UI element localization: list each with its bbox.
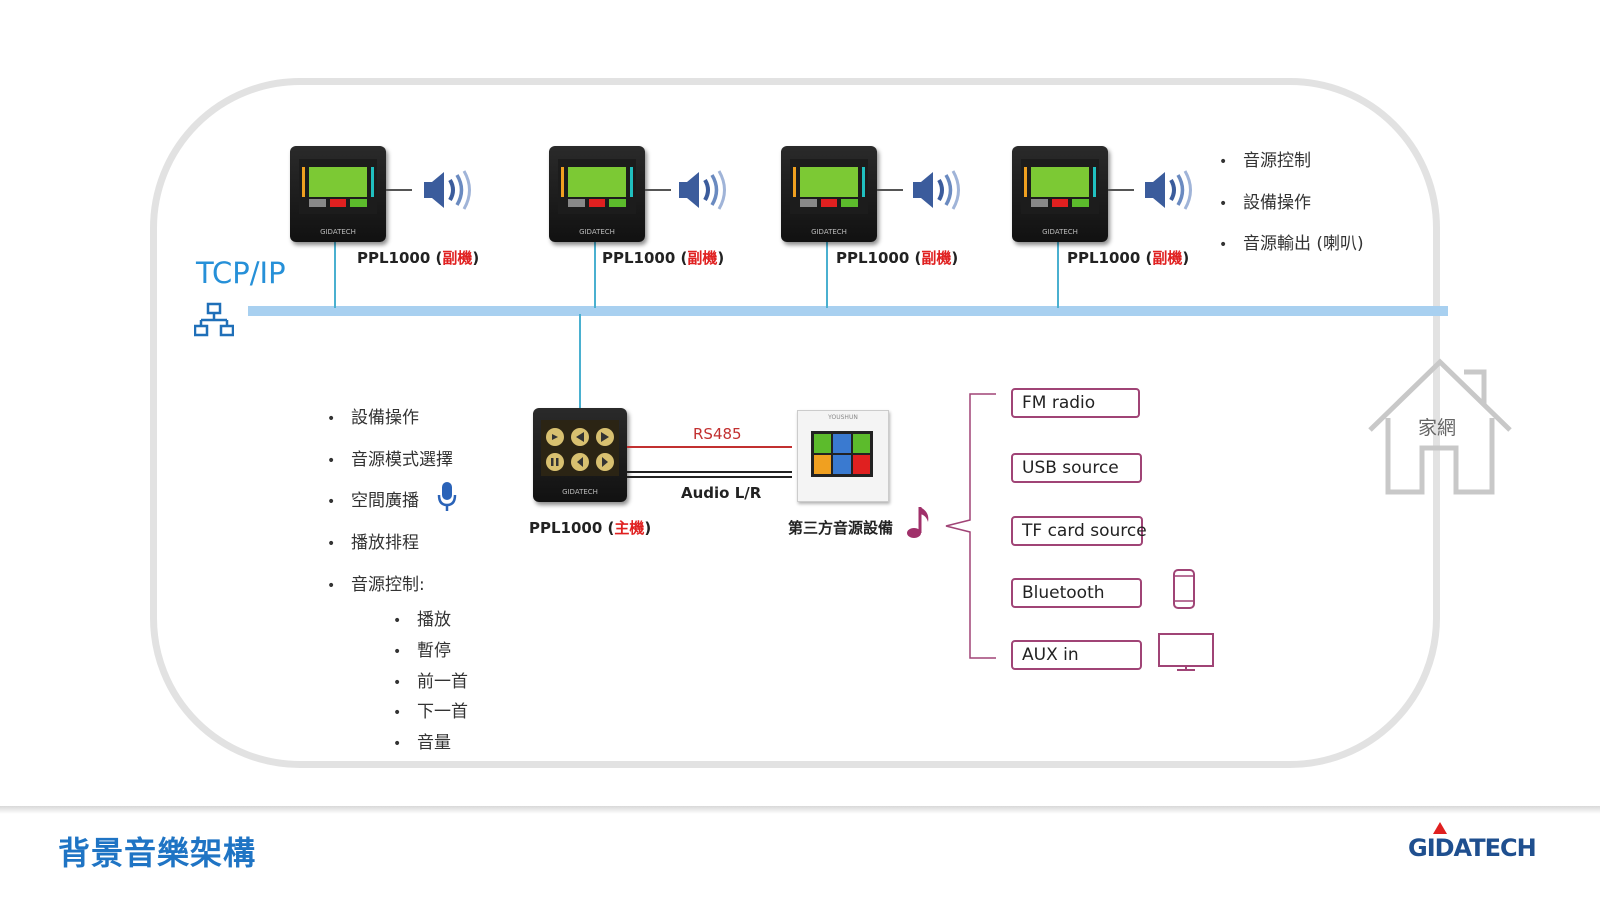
master-connector xyxy=(579,314,581,410)
slave-connector xyxy=(334,238,336,308)
third-party-brand: YOUSHUN xyxy=(828,414,858,421)
tv-icon xyxy=(1158,633,1214,671)
network-bus xyxy=(248,306,1448,316)
slave-label: PPL1000 (副機) xyxy=(357,249,480,267)
speaker-link xyxy=(877,189,903,191)
device-brand: GIDATECH xyxy=(320,228,356,236)
master-sub-feature-item: •前一首 xyxy=(393,672,468,692)
phone-icon xyxy=(1173,569,1195,609)
audio-line xyxy=(627,471,792,473)
third-party-label: 第三方音源設備 xyxy=(788,519,894,537)
master-sub-feature-item: •播放 xyxy=(393,610,451,630)
rs485-label: RS485 xyxy=(693,425,742,443)
source-aux-in: AUX in xyxy=(1011,640,1142,670)
network-label: TCP/IP xyxy=(196,256,286,290)
device-brand: GIDATECH xyxy=(811,228,847,236)
master-control-buttons xyxy=(546,428,614,471)
audio-line xyxy=(627,476,792,478)
slave-label: PPL1000 (副機) xyxy=(836,249,959,267)
master-feature-item: •音源模式選擇 xyxy=(327,450,453,470)
master-feature-item: •設備操作 xyxy=(327,408,419,428)
audio-label: Audio L/R xyxy=(681,484,762,502)
third-party-device: YOUSHUN xyxy=(797,410,889,502)
source-bluetooth: Bluetooth xyxy=(1011,578,1142,608)
slave-device: GIDATECH xyxy=(290,146,386,242)
master-label: PPL1000 (主機) xyxy=(529,519,652,537)
rs485-line xyxy=(627,446,792,448)
master-sub-feature-item: •音量 xyxy=(393,733,451,753)
slave-device: GIDATECH xyxy=(1012,146,1108,242)
footer-divider xyxy=(0,806,1600,814)
master-feature-item: •空間廣播 xyxy=(327,491,419,511)
speaker-icon xyxy=(679,170,726,210)
master-sub-feature-item: •下一首 xyxy=(393,702,468,722)
slave-feature-item: •音源輸出 (喇叭) xyxy=(1219,234,1364,254)
device-brand: GIDATECH xyxy=(1042,228,1078,236)
network-icon xyxy=(194,302,234,337)
speaker-icon xyxy=(424,170,471,210)
house-label: 家網 xyxy=(1418,417,1457,439)
source-brace xyxy=(945,393,996,659)
page-title: 背景音樂架構 xyxy=(58,834,257,872)
house-icon xyxy=(1368,358,1512,495)
speaker-link xyxy=(645,189,671,191)
device-brand: GIDATECH xyxy=(562,488,598,496)
slave-connector xyxy=(594,238,596,308)
slave-feature-item: •設備操作 xyxy=(1219,193,1311,213)
source-tf-card: TF card source xyxy=(1011,516,1147,546)
source-usb: USB source xyxy=(1011,453,1142,483)
master-device: GIDATECH xyxy=(533,408,627,502)
master-feature-item: •音源控制: xyxy=(327,575,425,595)
system-frame xyxy=(150,78,1440,768)
slave-label: PPL1000 (副機) xyxy=(1067,249,1190,267)
slave-label: PPL1000 (副機) xyxy=(602,249,725,267)
device-brand: GIDATECH xyxy=(579,228,615,236)
speaker-icon xyxy=(913,170,960,210)
slave-connector xyxy=(1057,238,1059,308)
slave-device: GIDATECH xyxy=(781,146,877,242)
speaker-link xyxy=(386,189,412,191)
logo-triangle-icon xyxy=(1433,822,1447,834)
slave-feature-item: •音源控制 xyxy=(1219,151,1311,171)
microphone-icon xyxy=(437,482,457,511)
company-logo: GIDATECH xyxy=(1408,822,1537,862)
slave-device: GIDATECH xyxy=(549,146,645,242)
slave-connector xyxy=(826,238,828,308)
speaker-link xyxy=(1108,189,1134,191)
master-feature-item: •播放排程 xyxy=(327,533,419,553)
music-note-icon xyxy=(907,507,929,538)
master-sub-feature-item: •暫停 xyxy=(393,641,451,661)
source-fm-radio: FM radio xyxy=(1011,388,1140,418)
speaker-icon xyxy=(1145,170,1192,210)
